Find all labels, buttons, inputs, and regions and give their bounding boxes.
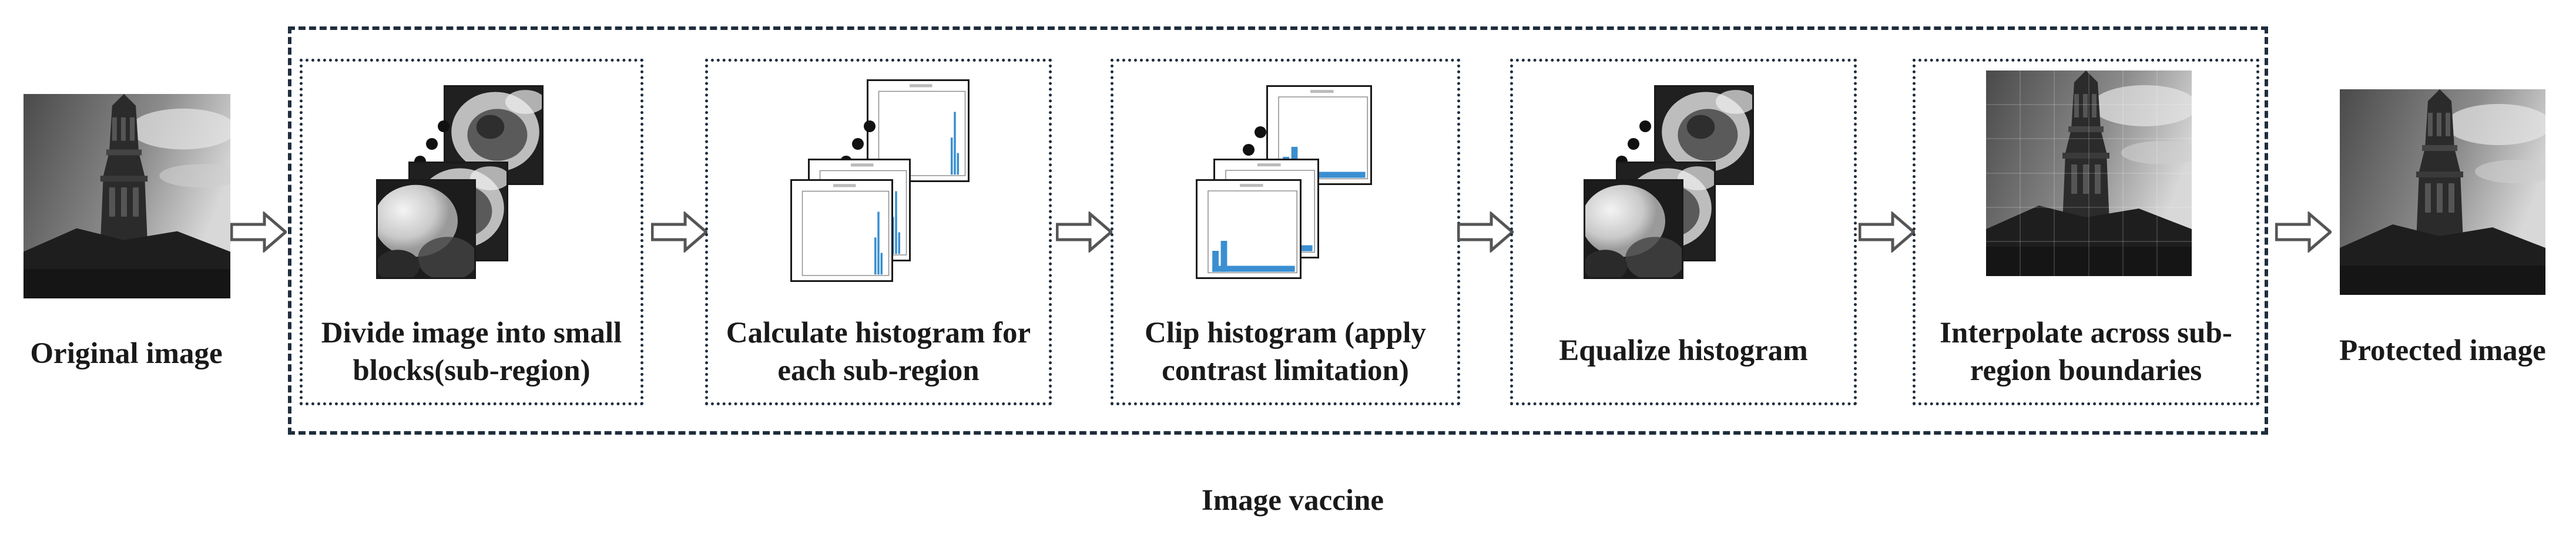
arrow-right-icon bbox=[230, 211, 287, 253]
step-label: Interpolate across sub-region boundaries bbox=[1940, 317, 2232, 387]
block-card-front bbox=[376, 179, 476, 279]
pipeline-title: Image vaccine bbox=[1201, 484, 1384, 517]
protected-image-label: Protected image bbox=[2339, 334, 2546, 367]
step-label: Divide image into small blocks(sub-regio… bbox=[321, 317, 622, 387]
step-label: Calculate histogram for each sub-region bbox=[726, 317, 1031, 387]
step-clip-histogram: Clip histogram (apply contrast limitatio… bbox=[1111, 59, 1460, 405]
histogram-card-back bbox=[867, 79, 970, 182]
equalized-card-front bbox=[1584, 179, 1683, 279]
image-vaccine-pipeline bbox=[288, 26, 2268, 435]
arrow-right-icon bbox=[1457, 211, 1514, 253]
ellipsis-icon bbox=[414, 120, 450, 167]
ellipsis-icon bbox=[1616, 120, 1651, 167]
original-image-label: Original image bbox=[30, 337, 223, 370]
protected-image bbox=[2340, 89, 2545, 295]
interpolated-image bbox=[1986, 70, 2192, 276]
step-interpolate: Interpolate across sub-region boundaries bbox=[1913, 59, 2259, 405]
arrow-right-icon bbox=[651, 211, 707, 253]
histogram-card-front bbox=[790, 179, 893, 282]
step-divide-blocks: Divide image into small blocks(sub-regio… bbox=[300, 59, 643, 405]
clip-card-front bbox=[1196, 179, 1302, 279]
step-calculate-histogram: Calculate histogram for each sub-region bbox=[705, 59, 1052, 405]
step-label: Clip histogram (apply contrast limitatio… bbox=[1145, 317, 1426, 387]
arrow-right-icon bbox=[2275, 211, 2332, 253]
arrow-right-icon bbox=[1056, 211, 1112, 253]
original-image bbox=[24, 94, 230, 298]
step-equalize-histogram: Equalize histogram bbox=[1510, 59, 1857, 405]
step-label: Equalize histogram bbox=[1559, 334, 1808, 367]
arrow-right-icon bbox=[1859, 211, 1915, 253]
